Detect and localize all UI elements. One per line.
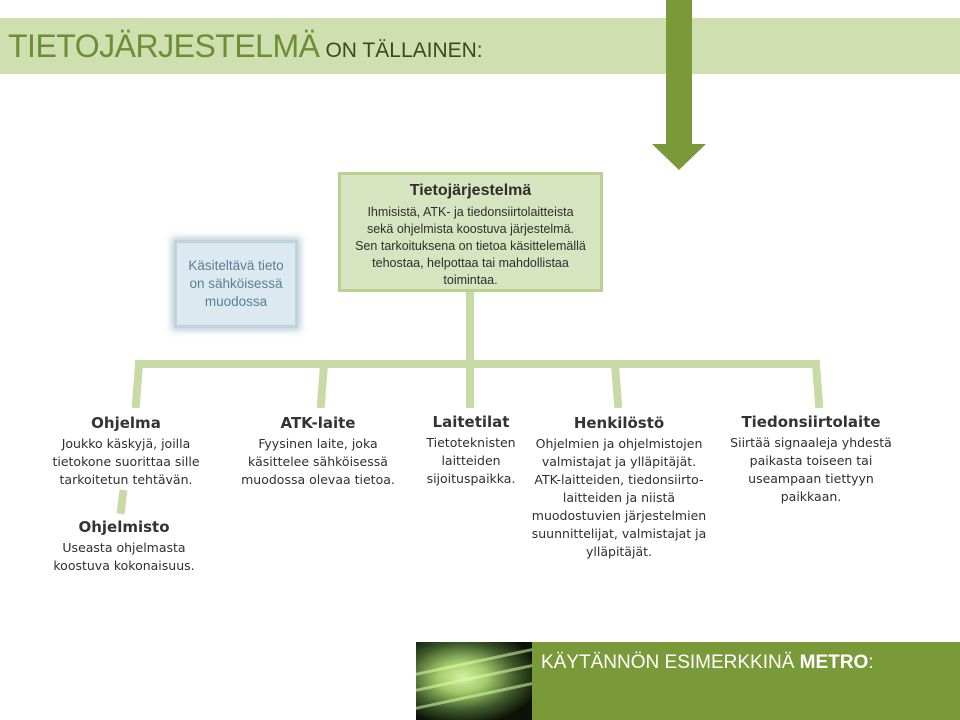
footer-band bbox=[532, 642, 960, 720]
main-concept-description: Ihmisistä, ATK- ja tiedonsiirtolaitteist… bbox=[355, 205, 586, 287]
title-band bbox=[0, 18, 960, 74]
column-title: ATK-laite bbox=[280, 414, 356, 432]
main-concept-box: Tietojärjestelmä Ihmisistä, ATK- ja tied… bbox=[338, 172, 603, 292]
column-description: Ohjelmien ja ohjelmistojen valmistajat j… bbox=[531, 436, 707, 559]
column-laitetilat: Laitetilat Tietoteknisten laitteiden sij… bbox=[420, 413, 522, 488]
connector-drop-tiedonsiirtolaite bbox=[811, 359, 824, 409]
side-note-box: Käsiteltävä tieto on sähköisessä muodoss… bbox=[174, 240, 298, 328]
footer-text: KÄYTÄNNÖN ESIMERKKINÄ METRO: bbox=[541, 652, 874, 674]
down-arrow-icon bbox=[652, 144, 706, 170]
column-description: Fyysinen laite, joka käsittelee sähköise… bbox=[241, 436, 395, 487]
sub-item-description: Useasta ohjelmasta koostuva kokonaisuus. bbox=[53, 540, 195, 573]
column-title: Henkilöstö bbox=[573, 414, 665, 432]
footer-text-suffix: : bbox=[868, 652, 874, 673]
title-rest: ON TÄLLAINEN: bbox=[325, 39, 483, 62]
column-title: Ohjelma bbox=[91, 414, 161, 432]
connector-drop-atk-laite bbox=[316, 359, 329, 409]
connector-ohjelma-ohjelmisto bbox=[116, 489, 128, 515]
down-arrow-shaft bbox=[666, 0, 692, 146]
metro-photo bbox=[416, 642, 532, 720]
column-title: Tiedonsiirtolaite bbox=[741, 413, 881, 431]
main-concept-title: Tietojärjestelmä bbox=[409, 182, 532, 199]
column-description: Siirtää signaaleja yhdestä paikasta tois… bbox=[730, 435, 892, 504]
column-atk-laite: ATK-laite Fyysinen laite, joka käsittele… bbox=[238, 414, 398, 489]
column-title: Laitetilat bbox=[432, 413, 510, 431]
footer-text-prefix: KÄYTÄNNÖN ESIMERKKINÄ bbox=[541, 652, 795, 673]
side-note-text: Käsiteltävä tieto on sähköisessä muodoss… bbox=[188, 258, 284, 309]
connector-drop-ohjelma bbox=[131, 359, 144, 409]
column-tiedonsiirtolaite: Tiedonsiirtolaite Siirtää signaaleja yhd… bbox=[728, 413, 894, 506]
photo-light-stripe bbox=[416, 645, 532, 678]
column-ohjelma: Ohjelma Joukko käskyjä, joilla tietokone… bbox=[52, 414, 200, 489]
column-description: Tietoteknisten laitteiden sijoituspaikka… bbox=[426, 435, 516, 486]
column-description: Joukko käskyjä, joilla tietokone suoritt… bbox=[52, 436, 200, 487]
sub-item-title: Ohjelmisto bbox=[78, 518, 170, 536]
column-henkilosto: Henkilöstö Ohjelmien ja ohjelmistojen va… bbox=[530, 414, 708, 561]
footer-text-bold: METRO bbox=[799, 652, 869, 673]
title-main: TIETOJÄRJESTELMÄ bbox=[8, 28, 320, 64]
sub-item-ohjelmisto: Ohjelmisto Useasta ohjelmasta koostuva k… bbox=[46, 518, 202, 575]
connector-drop-henkilosto bbox=[610, 359, 623, 409]
